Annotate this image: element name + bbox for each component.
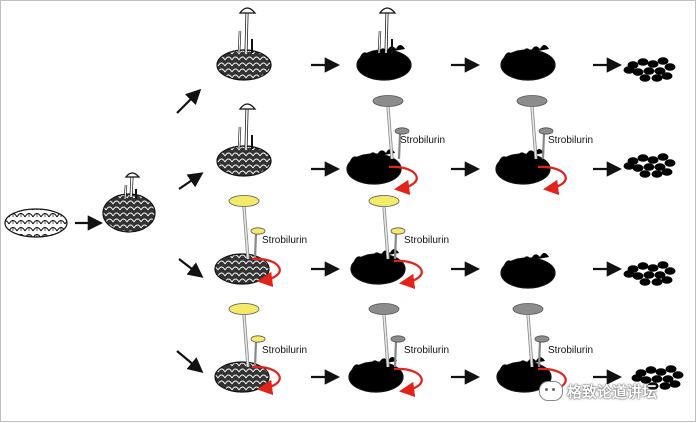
row-1-no-strobilurin [216, 7, 676, 82]
strobilurin-label: Strobilurin [404, 345, 449, 356]
stage-fragments [623, 261, 676, 286]
colonised-cone-start [102, 172, 156, 233]
strobilurin-label: Strobilurin [400, 135, 445, 146]
stage-fragments [623, 153, 676, 178]
watermark: 格致论道讲坛 [539, 379, 657, 403]
stage-producer: Strobilurin [348, 303, 449, 398]
stage-colonised [216, 7, 272, 81]
strobilurin-label: Strobilurin [548, 345, 593, 356]
strobilurin-label: Strobilurin [548, 135, 593, 146]
stage-degraded [500, 45, 556, 81]
stage-producer: Strobilurin [495, 95, 593, 196]
wechat-icon [539, 381, 563, 401]
strobilurin-label: Strobilurin [262, 235, 307, 246]
stage-producer: Strobilurin [346, 95, 445, 196]
stage-producer: Strobilurin [350, 195, 449, 290]
stage-colonised [216, 103, 272, 177]
diverging-arrows [176, 88, 204, 373]
fresh-pine-cone [4, 208, 68, 238]
stage-producer: Strobilurin [214, 195, 307, 288]
strobilurin-label: Strobilurin [404, 235, 449, 246]
row-4-switch-strobilurin: Strobilurin Strobilurin Strobilurin [214, 303, 684, 398]
stage-producer: Strobilurin [214, 303, 307, 396]
stage-degrading [356, 7, 412, 81]
row-2-late-strobilurin: Strobilurin Strobilurin [216, 95, 676, 196]
stage-fragments [623, 57, 676, 82]
watermark-text: 格致论道讲坛 [567, 382, 658, 401]
strobilurin-label: Strobilurin [262, 345, 307, 356]
stage-degraded [500, 253, 556, 289]
row-3-early-strobilurin: Strobilurin Strobilurin [214, 195, 676, 290]
stage-fragments [631, 365, 684, 390]
